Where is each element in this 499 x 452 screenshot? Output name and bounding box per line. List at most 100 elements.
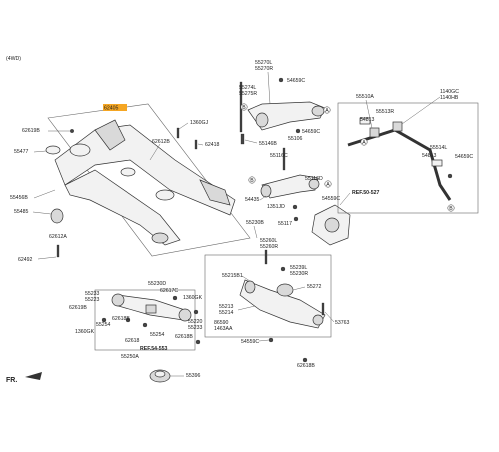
subframe-hole-left bbox=[69, 143, 91, 157]
label-62612a: 62612A bbox=[49, 234, 67, 240]
highlight-bar bbox=[103, 104, 127, 111]
nut-1351jd bbox=[292, 204, 298, 210]
label-55510a: 55510A bbox=[356, 94, 374, 100]
label-55146b: 55146B bbox=[259, 141, 277, 147]
label-55513r: 55513R bbox=[376, 109, 394, 115]
subframe-front-rail bbox=[54, 124, 236, 216]
callout-a-upper-label: A bbox=[325, 108, 329, 114]
bolt-62418 bbox=[194, 139, 198, 150]
label-55396: 55396 bbox=[186, 373, 201, 379]
label-55214: 55214 bbox=[219, 310, 234, 316]
label-55272: 55272 bbox=[307, 284, 322, 290]
bolt-55116c bbox=[282, 147, 286, 171]
bolt-55260l bbox=[264, 249, 268, 265]
nut-1360gk-b bbox=[172, 295, 178, 301]
label-55220: 55220 bbox=[188, 319, 203, 325]
label-54813-a: 54813 bbox=[360, 117, 375, 123]
subframe-bushing-55477 bbox=[45, 145, 61, 155]
label-62618: 62618 bbox=[125, 338, 140, 344]
stabilizer-bushing-55513r bbox=[369, 127, 380, 138]
label-55456b: 55456B bbox=[10, 195, 28, 201]
callout-b-stab-label: B bbox=[449, 206, 453, 212]
trailing-arm-assembly bbox=[260, 147, 320, 222]
isolator-inner bbox=[154, 370, 166, 378]
bolt-62619b bbox=[70, 129, 74, 133]
label-55254-a: 55254 bbox=[96, 322, 111, 328]
stabilizer-bracket-54813 bbox=[359, 117, 371, 125]
nut-55220 bbox=[193, 309, 199, 315]
label-55274l: 55274L bbox=[239, 85, 256, 91]
label-55260r: 55260R bbox=[260, 244, 278, 250]
label-62618b-c: 62618B bbox=[175, 334, 193, 340]
label-55270l: 55270L bbox=[255, 60, 272, 66]
label-1351jd: 1351JD bbox=[267, 204, 285, 210]
upper-arm-bushing-right bbox=[311, 105, 325, 117]
subframe-hole-center bbox=[120, 167, 136, 177]
bolt-1360gj bbox=[176, 127, 180, 139]
label-55116c: 55116C bbox=[270, 153, 288, 159]
lower-arm-spring-seat bbox=[276, 283, 294, 297]
label-54659c-a: 54659C bbox=[287, 78, 305, 84]
label-62619b-a: 62619B bbox=[22, 128, 40, 134]
label-54813-b: 54813 bbox=[422, 153, 437, 159]
subframe-bushing-62612a bbox=[50, 208, 64, 224]
subframe-rear-rail bbox=[64, 169, 181, 246]
nut-54659c-d bbox=[447, 173, 453, 179]
subframe-hole-right bbox=[155, 189, 175, 201]
callout-b-trail-label: B bbox=[250, 178, 254, 184]
nut-54659c-b bbox=[295, 128, 301, 134]
nut-55254-a bbox=[125, 317, 131, 323]
label-1360gk-a: 1360GK bbox=[75, 329, 95, 335]
callout-b-upper bbox=[240, 103, 248, 111]
stabilizer-bar-assembly bbox=[347, 117, 453, 201]
nut-55117 bbox=[293, 216, 299, 222]
label-54435: 54435 bbox=[245, 197, 260, 203]
label-55116d: 55116D bbox=[305, 176, 323, 182]
label-55514l: 55514L bbox=[430, 145, 447, 151]
label-62617c: 62617C bbox=[160, 288, 178, 294]
label-55230d: 55230D bbox=[148, 281, 166, 287]
subframe-mount-right bbox=[199, 179, 231, 206]
label-1360gk-b: 1360GK bbox=[183, 295, 203, 301]
label-55254-b: 55254 bbox=[150, 332, 165, 338]
label-62418: 62418 bbox=[205, 142, 220, 148]
label-55223: 55223 bbox=[85, 297, 100, 303]
link-bushing-left bbox=[111, 293, 125, 307]
ref-54-553: REF.54-553 bbox=[140, 346, 168, 352]
label-55117: 55117 bbox=[278, 221, 292, 227]
label-62405: 62405 bbox=[104, 106, 119, 112]
stabilizer-bushing-left bbox=[392, 121, 403, 132]
toe-arm-55106 bbox=[261, 174, 319, 199]
callout-b-upper-label: B bbox=[242, 105, 246, 111]
label-62619b-b: 62619B bbox=[69, 305, 87, 311]
label-55213: 55213 bbox=[219, 304, 234, 310]
label-55106: 55106 bbox=[288, 136, 303, 142]
toe-arm-bushing bbox=[260, 184, 272, 198]
callout-a-stab bbox=[360, 138, 368, 146]
link-box bbox=[94, 289, 196, 351]
callout-a-trail-label: A bbox=[326, 182, 330, 188]
label-55260l: 55260L bbox=[260, 238, 277, 244]
label-55239l: 55239L bbox=[290, 265, 307, 271]
label-55215b1: 55215B1 bbox=[222, 273, 243, 279]
ref-50-527: REF.50-527 bbox=[352, 190, 380, 196]
label-55270r: 55270R bbox=[255, 66, 273, 72]
label-55250a: 55250A bbox=[121, 354, 139, 360]
lower-arm-box bbox=[204, 254, 332, 338]
label-1463aa: 1463AA bbox=[214, 326, 233, 332]
label-53763: 53763 bbox=[335, 320, 350, 326]
label-55485: 55485 bbox=[14, 209, 29, 215]
label-55477: 55477 bbox=[14, 149, 29, 155]
direction-label: FR. bbox=[6, 377, 17, 384]
label-62612b: 62612B bbox=[152, 139, 170, 145]
label-55233-a: 55233 bbox=[85, 291, 100, 297]
lower-arm-bushing bbox=[244, 280, 256, 294]
label-55275r: 55275R bbox=[239, 91, 257, 97]
variant-label: (4WD) bbox=[6, 56, 21, 62]
label-54659c-b: 54659C bbox=[302, 129, 320, 135]
knuckle-hub-bore bbox=[324, 217, 340, 233]
link-bushing-right bbox=[178, 308, 192, 322]
label-62618b-a: 62618B bbox=[297, 363, 315, 369]
callout-a-stab-label: A bbox=[362, 140, 366, 146]
